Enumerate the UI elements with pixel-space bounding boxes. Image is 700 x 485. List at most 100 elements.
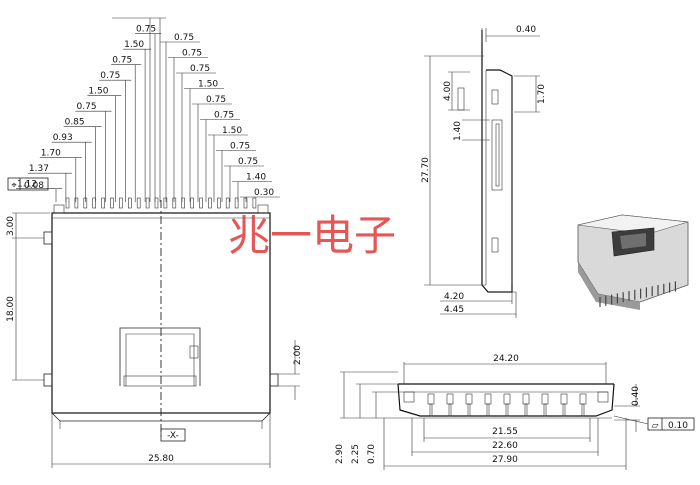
top-pin (181, 197, 185, 209)
front-dim-h1: 2.90 (335, 444, 345, 464)
top-pin (119, 197, 123, 209)
ladder-right-label: 0.75 (206, 95, 226, 105)
front-dim-right: 0.40 (631, 386, 641, 406)
front-dim-inner-1: 21.55 (492, 427, 518, 437)
ladder-left-label: 0.85 (65, 118, 85, 128)
datum-label: -X- (167, 431, 179, 441)
ladder-right-label: 0.75 (174, 33, 194, 43)
front-pin-lead (505, 403, 509, 417)
front-pin-lead (448, 403, 452, 417)
side-dim-bottom-2: 4.45 (444, 305, 464, 315)
dim-right: 2.00 (293, 345, 303, 365)
ladder-left-label: 0.75 (100, 71, 120, 81)
ladder-right-label: 0.75 (230, 142, 250, 152)
top-pin (136, 197, 141, 209)
ladder-right-label: 1.40 (246, 173, 266, 183)
front-dim-inner-2: 22.60 (492, 441, 518, 451)
front-pin-lead (543, 403, 547, 417)
top-bottom-dimension: 25.80 (51, 413, 271, 468)
front-pin (579, 393, 587, 405)
top-pin (217, 197, 221, 209)
front-pin-lead (581, 403, 585, 417)
top-pin (154, 197, 159, 209)
front-dim-h2: 2.25 (351, 444, 361, 464)
ladder-left-label: 1.50 (88, 87, 108, 97)
watermark-text: 兆一电子 (228, 211, 396, 260)
front-pin-row (427, 393, 587, 417)
side-dim-mid: 1.40 (453, 121, 463, 141)
front-pin (522, 393, 530, 405)
ladder-left-label: 0.75 (112, 56, 132, 66)
top-pin (128, 197, 132, 209)
top-pin (199, 197, 203, 209)
front-pin (484, 393, 492, 405)
front-dim-h3: 0.70 (367, 444, 377, 464)
top-view-body: -X- (43, 200, 279, 442)
side-dim-bottom-1: 4.20 (444, 292, 464, 302)
top-pin (83, 197, 88, 209)
position-tolerance-value: 0.08 (24, 181, 44, 191)
front-pin-lead (429, 403, 433, 417)
top-pin (65, 197, 70, 209)
side-dim-top: 0.40 (516, 25, 536, 35)
top-pin (234, 197, 239, 209)
ladder-right-label: 0.75 (238, 157, 258, 167)
front-pin-lead (524, 403, 528, 417)
render-pins (599, 281, 677, 307)
flatness-symbol-icon: ⏥ (652, 421, 659, 431)
ladder-left-label: 0.93 (53, 133, 73, 143)
ladder-left-label: 0.75 (77, 102, 97, 112)
ladder-right-label: 0.75 (182, 49, 202, 59)
position-tolerance-frame: ⌖ 0.08 (7, 177, 49, 191)
top-pin (252, 197, 257, 209)
top-pin (110, 197, 114, 209)
dim-left-large: 18.00 (6, 296, 16, 322)
front-dim-overall: 27.90 (492, 455, 518, 465)
ladder-left-label: 1.50 (124, 40, 144, 50)
front-dim-width-top: 24.20 (493, 354, 519, 364)
side-dim-upper-right: 1.70 (537, 84, 547, 104)
ladder-left-label: 0.75 (136, 25, 156, 35)
front-pin-lead (562, 403, 566, 417)
top-pin (190, 197, 194, 209)
top-pin (243, 197, 248, 209)
ladder-right-label: 1.50 (222, 126, 242, 136)
front-pin (427, 393, 435, 405)
dim-left-small: 3.00 (6, 216, 16, 236)
front-pin (465, 393, 473, 405)
front-pin (446, 393, 454, 405)
side-view: 0.40 27.70 4.00 1.40 1.70 4.20 4.45 (421, 25, 547, 318)
position-tolerance-symbol-icon: ⌖ (11, 181, 16, 191)
front-pin (541, 393, 549, 405)
front-view: 24.20 0.40 ⏥ 0.10 21.55 22.60 27.90 2 (335, 354, 695, 470)
flatness-value: 0.10 (668, 421, 688, 431)
top-pin (208, 197, 212, 209)
side-dim-height: 27.70 (421, 157, 431, 183)
top-pin (225, 197, 230, 209)
side-dim-upper-left: 4.00 (443, 81, 453, 101)
ladder-right-label: 0.30 (254, 188, 274, 198)
top-pin (145, 197, 150, 209)
top-pin (101, 197, 105, 209)
top-pin (172, 197, 177, 209)
ladder-right-label: 0.75 (190, 64, 210, 74)
front-pin (560, 393, 568, 405)
top-left-dimensions: 3.00 18.00 (6, 212, 50, 381)
ladder-left-label: 1.70 (41, 149, 61, 159)
ladder-right-label: 1.50 (198, 80, 218, 90)
ladder-left-label: 1.12 (17, 180, 37, 190)
front-pin-lead (486, 403, 490, 417)
top-right-dimension: 2.00 (278, 340, 303, 400)
dim-bottom: 25.80 (148, 454, 174, 464)
top-pin (92, 197, 96, 209)
front-pin (503, 393, 511, 405)
connector-3d-render-icon (577, 214, 689, 310)
top-pin (74, 197, 79, 209)
front-pin-lead (467, 403, 471, 417)
pin-pitch-ladder: 1.12 1.37 1.70 0.93 0.85 0.75 1.50 0.75 0.75 1.50… (16, 17, 280, 209)
top-pin (163, 197, 168, 209)
ladder-left-label: 1.37 (29, 164, 49, 174)
ladder-right-label: 0.75 (214, 111, 234, 121)
